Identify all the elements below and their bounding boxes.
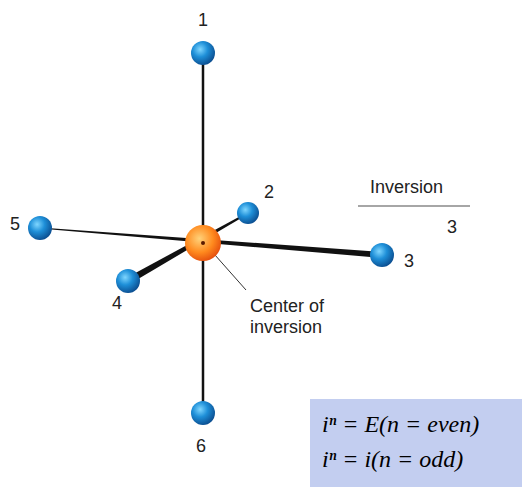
ligand-ball xyxy=(370,243,394,267)
center-dot xyxy=(201,241,205,245)
ligand-ball xyxy=(191,401,215,425)
callout-number: 3 xyxy=(404,251,414,272)
callout-number: 5 xyxy=(10,214,20,235)
bond-wedge xyxy=(128,212,248,285)
ligand-ball xyxy=(116,269,140,293)
annotation-label: Center of inversion xyxy=(250,296,342,337)
heading-rule xyxy=(358,205,470,207)
operation-heading: Inversion xyxy=(370,177,443,198)
ligand-ball xyxy=(28,216,52,240)
ligand-ball xyxy=(191,41,215,65)
callout-number: 1 xyxy=(198,10,208,31)
ligand-ball xyxy=(237,202,259,224)
callout-number: 4 xyxy=(112,293,122,314)
callout-number: 2 xyxy=(264,182,274,203)
formula-text: iⁿ = E(n = even) xyxy=(322,407,508,442)
callout-number: 6 xyxy=(196,436,206,457)
inversion-center xyxy=(185,225,221,261)
formula-box: iⁿ = E(n = even)iⁿ = i(n = odd) xyxy=(310,399,522,487)
formula-text: iⁿ = i(n = odd) xyxy=(322,442,508,477)
operation-order: 3 xyxy=(447,217,457,238)
